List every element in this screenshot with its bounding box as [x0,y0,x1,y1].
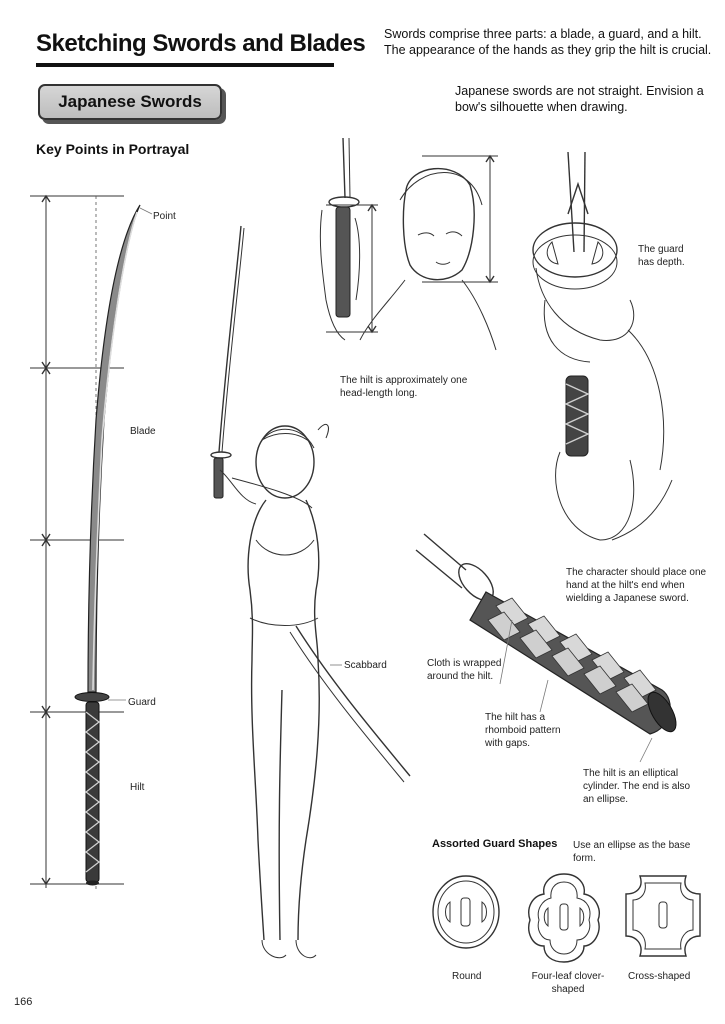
caption-elliptical: The hilt is an elliptical cylinder. The … [583,768,691,805]
guard-label-cross: Cross-shaped [628,971,691,982]
label-scabbard: Scabbard [344,660,387,671]
figure-sword-blade [218,225,242,453]
label-hilt: Hilt [130,782,145,793]
figure-scabbard [295,625,411,777]
guards-heading: Assorted Guard Shapes [432,838,558,850]
measure-ticks [30,194,124,886]
label-point: Point [153,211,176,222]
figure-head [255,425,315,499]
guards-note: Use an ellipse as the base form. [573,840,691,864]
guard-round [432,875,500,949]
key-points-heading: Key Points in Portrayal [36,141,190,157]
close-up-guard [532,222,618,278]
intro-text: Swords comprise three parts: a blade, a … [384,27,712,57]
subintro-text: Japanese swords are not straight. Envisi… [455,84,704,114]
caption-rhomboid: The hilt has a rhomboid pattern with gap… [485,712,561,749]
page-title: Sketching Swords and Blades [36,30,366,57]
caption-hilt-length: The hilt is approximately one head-lengt… [340,375,468,399]
label-blade: Blade [130,426,156,437]
caption-cloth: Cloth is wrapped around the hilt. [427,658,502,682]
section-label: Japanese Swords [58,92,202,111]
page-number: 166 [14,996,33,1008]
guard-cross [625,875,701,957]
caption-hand-position: The character should place one hand at t… [566,567,707,604]
guard-label-clover: Four-leaf clover-shaped [531,971,605,995]
label-guard: Guard [128,697,156,708]
title-underline [36,63,334,67]
section-badge: Japanese Swords [38,84,222,120]
caption-guard-depth: The guard has depth. [638,244,685,268]
guard-label-round: Round [452,971,482,982]
guard-clover [528,873,600,963]
